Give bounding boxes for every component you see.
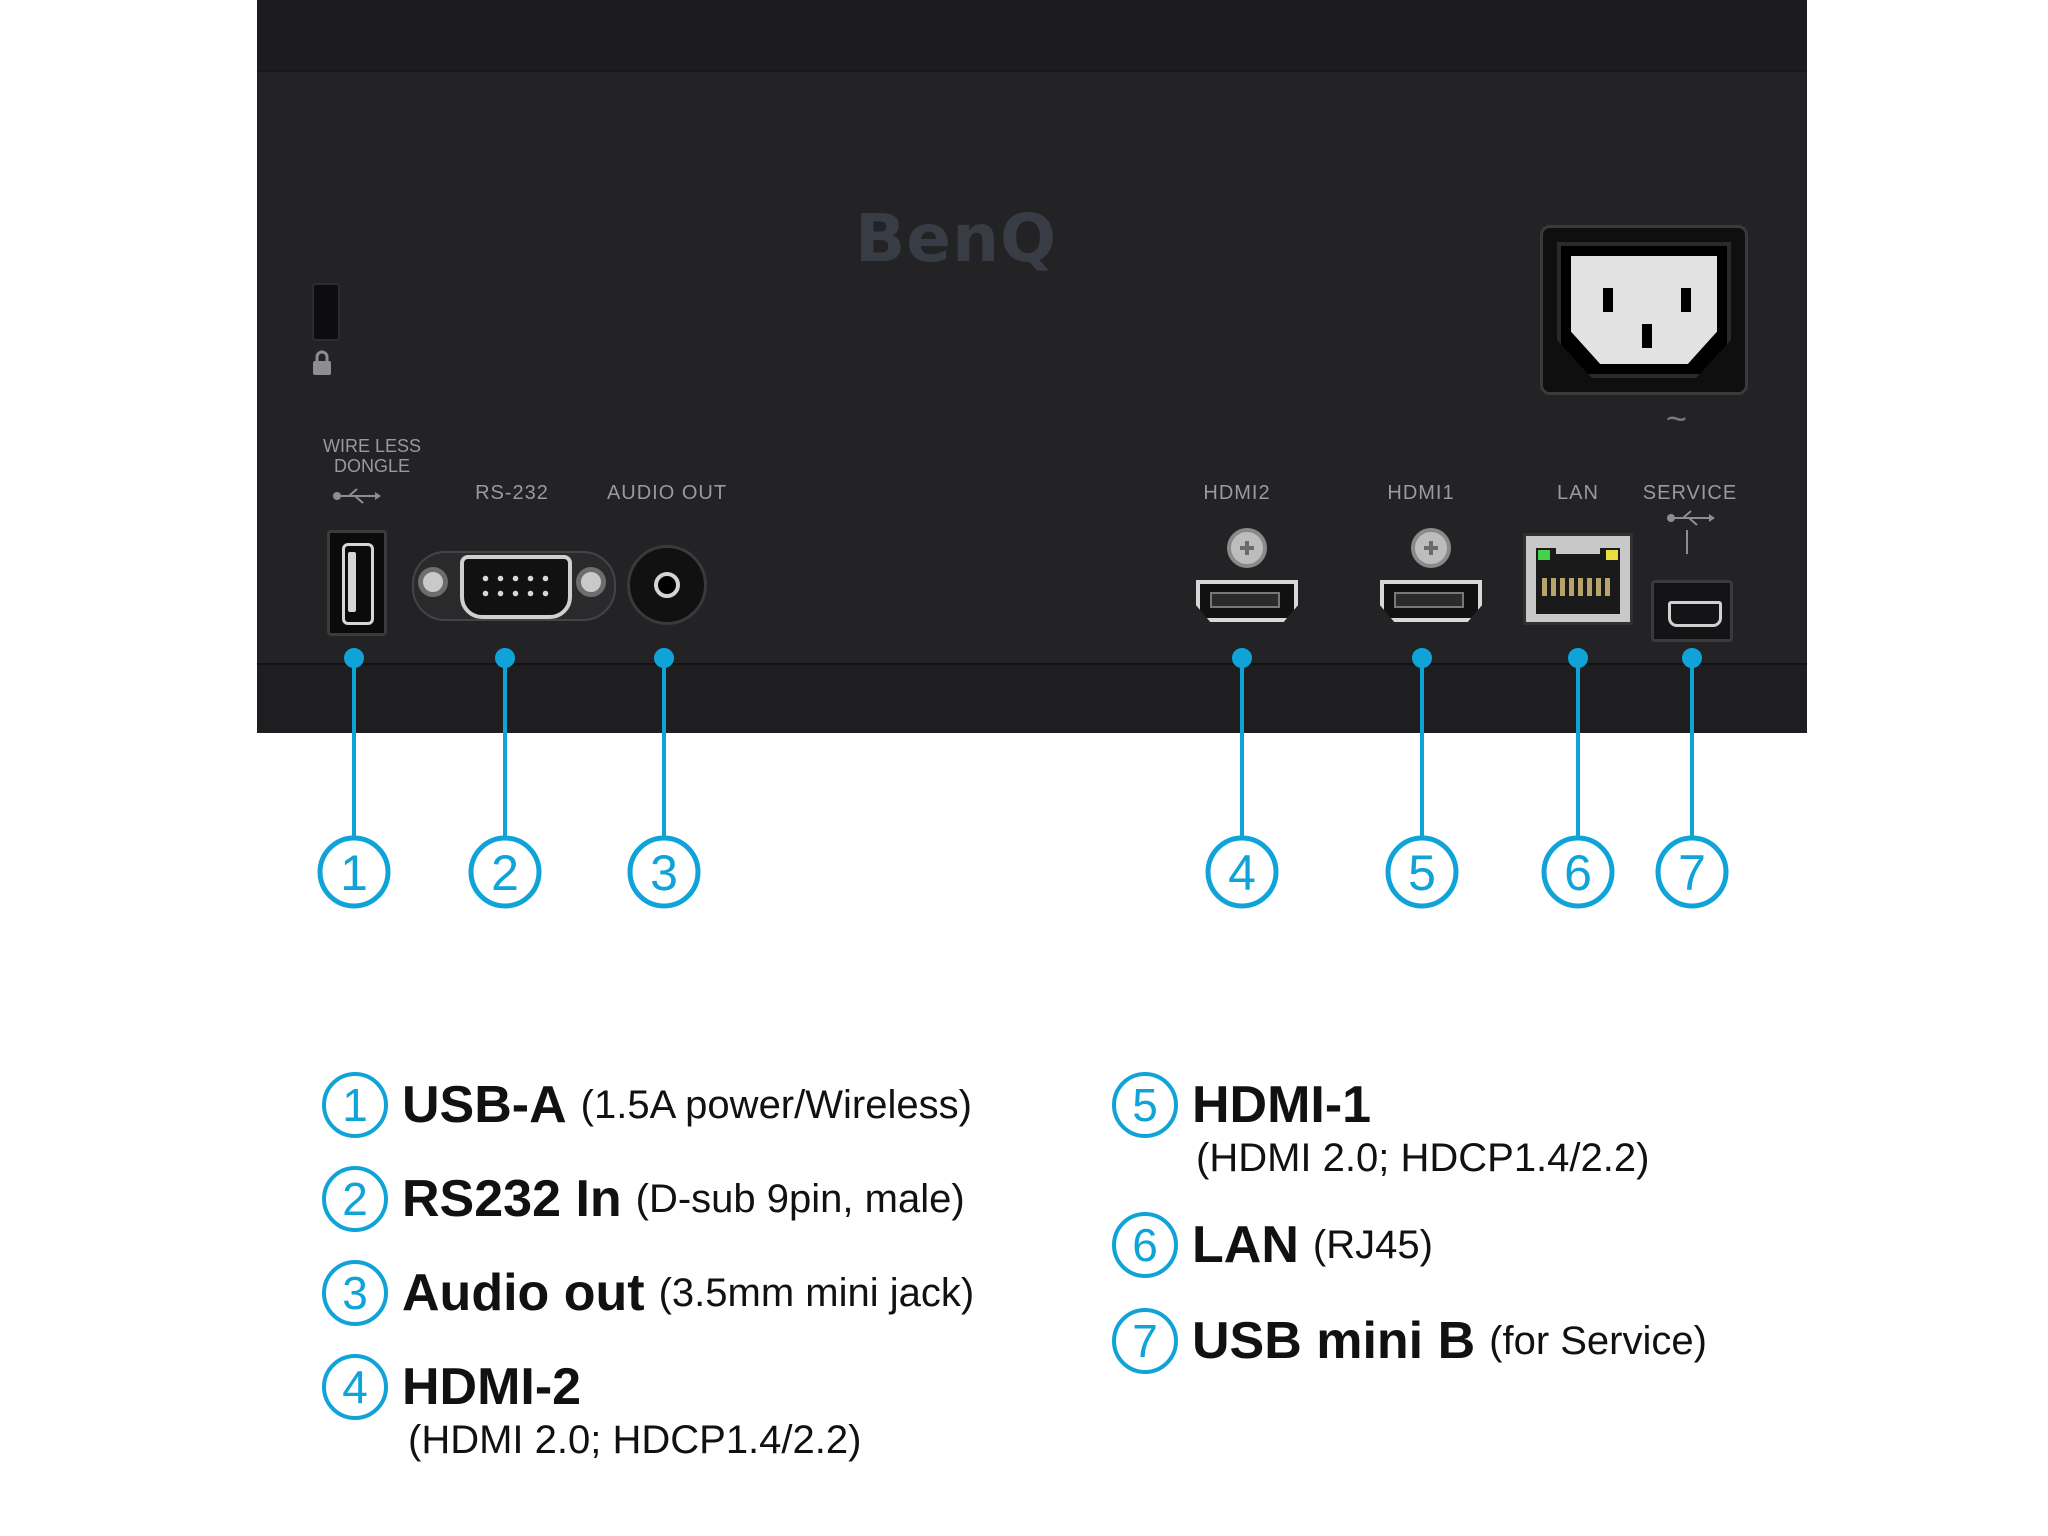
legend-spec-6: (RJ45) [1312, 1222, 1433, 1267]
callout-number-7: 7 [1678, 845, 1706, 901]
hdmi1-shell [1380, 580, 1482, 622]
hdmi2-tongue [1210, 592, 1280, 608]
legend-item-2: 2 RS232 In (D-sub 9pin, male) [322, 1166, 965, 1232]
service-usb-symbol-icon [1665, 504, 1715, 535]
leader-dot-4 [1232, 648, 1252, 668]
legend-name-6: LAN [1192, 1216, 1299, 1274]
legend-spec-2: (D-sub 9pin, male) [635, 1176, 965, 1221]
lock-icon [311, 350, 333, 383]
leader-dot-5 [1412, 648, 1432, 668]
callout-circle-2 [468, 835, 542, 909]
rj45-pins [1542, 578, 1614, 596]
callout-number-2: 2 [491, 845, 519, 901]
callout-number-6: 6 [1564, 845, 1592, 901]
callout-circle-6 [1541, 835, 1615, 909]
legend-spec-3: (3.5mm mini jack) [658, 1270, 975, 1315]
label-audio-out: AUDIO OUT [606, 482, 728, 504]
projector-rear-panel: BenQ WIRE LESS DONGLE RS-232 AUDIO OUT H… [257, 0, 1807, 733]
service-divider [1686, 530, 1688, 554]
legend-name-3: Audio out [402, 1264, 645, 1322]
callout-number-3: 3 [650, 845, 678, 901]
ac-pin-earth [1642, 324, 1652, 348]
label-hdmi2: HDMI2 [1203, 482, 1271, 504]
dsub-pins [478, 571, 554, 601]
legend-number-4: 4 [322, 1354, 388, 1420]
leader-dot-6 [1568, 648, 1588, 668]
panel-top-edge [257, 0, 1807, 72]
ac-pin-live [1603, 288, 1613, 312]
callout-circle-1 [317, 835, 391, 909]
legend-spec-4: (HDMI 2.0; HDCP1.4/2.2) [408, 1418, 862, 1462]
brand-logo: BenQ [855, 200, 1058, 277]
callout-circle-4 [1205, 835, 1279, 909]
legend-item-1: 1 USB-A (1.5A power/Wireless) [322, 1072, 972, 1138]
legend-spec-7: (for Service) [1489, 1318, 1707, 1363]
ac-pin-neutral [1681, 288, 1691, 312]
hdmi1-port[interactable] [1380, 580, 1482, 622]
ac-symbol: ~ [1665, 398, 1689, 439]
usb-symbol-icon [331, 482, 381, 513]
label-wireless-line: WIRE LESS DONGLE [322, 436, 422, 476]
legend-number-7: 7 [1112, 1308, 1178, 1374]
label-service: SERVICE [1642, 482, 1738, 504]
legend-name-2: RS232 In [402, 1170, 622, 1228]
callout-circle-3 [627, 835, 701, 909]
legend-name-1: USB-A [402, 1076, 567, 1134]
usb-a-port[interactable] [327, 530, 387, 636]
legend-item-5: 5 HDMI-1 [1112, 1072, 1371, 1138]
panel-bottom-edge [257, 663, 1807, 733]
rj45-activity-led [1606, 550, 1618, 560]
legend-item-4: 4 HDMI-2 [322, 1354, 581, 1420]
leader-dot-3 [654, 648, 674, 668]
legend-item-3: 3 Audio out (3.5mm mini jack) [322, 1260, 974, 1326]
legend-number-5: 5 [1112, 1072, 1178, 1138]
dsub-shell [460, 555, 572, 619]
legend-name-7: USB mini B [1192, 1312, 1476, 1370]
label-lan: LAN [1557, 482, 1599, 504]
callout-number-5: 5 [1408, 845, 1436, 901]
legend-name-5: HDMI-1 [1192, 1076, 1372, 1134]
hdmi1-screw-icon [1411, 528, 1451, 568]
rs232-port[interactable] [412, 545, 616, 625]
leader-dot-1 [344, 648, 364, 668]
callout-circle-7 [1655, 835, 1729, 909]
callout-number-4: 4 [1228, 845, 1256, 901]
legend-item-6: 6 LAN (RJ45) [1112, 1212, 1433, 1278]
hdmi2-screw-icon [1227, 528, 1267, 568]
dsub-screw-right [576, 567, 606, 597]
audio-out-jack[interactable] [627, 545, 707, 625]
rj45-link-led [1538, 550, 1550, 560]
kensington-lock-slot [312, 283, 340, 341]
callout-number-1: 1 [340, 845, 368, 901]
legend-name-4: HDMI-2 [402, 1358, 582, 1416]
rj45-latch [1556, 540, 1600, 554]
leader-dot-2 [495, 648, 515, 668]
legend-number-1: 1 [322, 1072, 388, 1138]
usb-mini-b-port[interactable] [1651, 580, 1733, 642]
legend-number-2: 2 [322, 1166, 388, 1232]
hdmi2-port[interactable] [1196, 580, 1298, 622]
legend-number-6: 6 [1112, 1212, 1178, 1278]
label-rs232: RS-232 [475, 482, 549, 504]
legend-item-7: 7 USB mini B (for Service) [1112, 1308, 1707, 1374]
label-hdmi1: HDMI1 [1387, 482, 1455, 504]
lan-port[interactable] [1523, 533, 1633, 625]
label-wireless-dongle: WIRE LESS DONGLE [312, 436, 432, 476]
dsub-screw-left [418, 567, 448, 597]
legend-number-3: 3 [322, 1260, 388, 1326]
legend-spec-1: (1.5A power/Wireless) [580, 1082, 972, 1127]
callout-circle-5 [1385, 835, 1459, 909]
ac-power-inlet[interactable] [1540, 225, 1748, 395]
legend-spec-5: (HDMI 2.0; HDCP1.4/2.2) [1196, 1136, 1650, 1180]
usb-a-tongue [342, 543, 374, 625]
hdmi1-tongue [1394, 592, 1464, 608]
hdmi2-shell [1196, 580, 1298, 622]
leader-dot-7 [1682, 648, 1702, 668]
ac-inlet-recess [1557, 242, 1731, 378]
